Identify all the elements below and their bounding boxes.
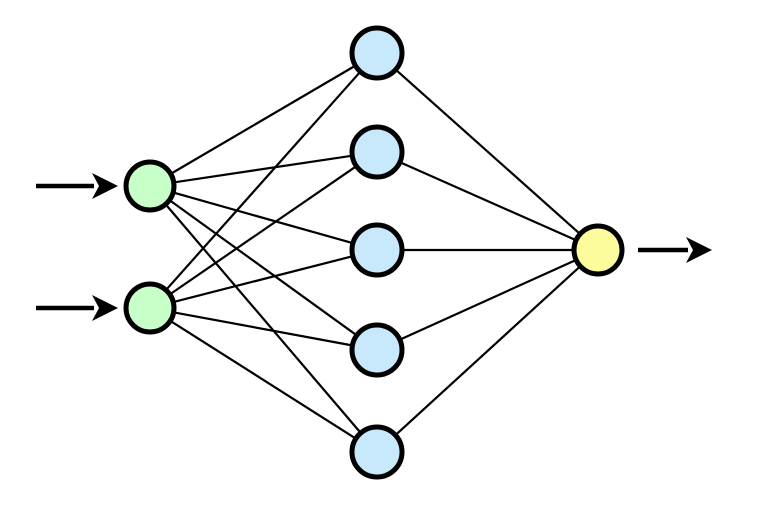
node-input-2[interactable] (123, 281, 177, 335)
in-arrow-2-head-icon (92, 295, 118, 321)
node-circle-h3[interactable] (349, 222, 405, 278)
edge-i2-h3 (171, 254, 355, 304)
node-circle-h5[interactable] (349, 424, 405, 480)
input-arrow (36, 173, 118, 199)
node-circle-i1[interactable] (123, 159, 177, 213)
edge-i1-h2 (171, 154, 355, 184)
edge-i1-h3 (171, 191, 356, 245)
output-arrow (638, 237, 712, 263)
edge-i2-h2 (167, 164, 359, 297)
out-arrow-1-head-icon (686, 237, 712, 263)
in-arrow-1-head-icon (92, 173, 118, 199)
edge-h2-o1 (397, 160, 579, 242)
node-output-1[interactable] (571, 223, 625, 277)
edge-h4-o1 (397, 258, 579, 342)
node-hidden-2[interactable] (349, 124, 405, 180)
edge-i1-h1 (168, 64, 358, 176)
edges-group (163, 64, 583, 441)
edge-i1-h4 (167, 198, 359, 338)
nodes-group (123, 25, 625, 480)
input-arrow (36, 295, 118, 321)
io-arrows-group (36, 173, 712, 321)
node-hidden-4[interactable] (349, 322, 405, 378)
node-circle-i2[interactable] (123, 281, 177, 335)
node-input-1[interactable] (123, 159, 177, 213)
edge-i2-h4 (171, 311, 355, 347)
edge-i2-h5 (168, 319, 358, 441)
edge-h5-o1 (393, 264, 583, 437)
edge-i1-h5 (163, 202, 363, 435)
node-circle-h1[interactable] (349, 25, 405, 81)
edge-i2-h1 (164, 69, 363, 292)
edge-h1-o1 (393, 67, 582, 236)
node-hidden-1[interactable] (349, 25, 405, 81)
node-circle-o1[interactable] (571, 223, 625, 277)
node-hidden-5[interactable] (349, 424, 405, 480)
node-circle-h4[interactable] (349, 322, 405, 378)
node-hidden-3[interactable] (349, 222, 405, 278)
node-circle-h2[interactable] (349, 124, 405, 180)
